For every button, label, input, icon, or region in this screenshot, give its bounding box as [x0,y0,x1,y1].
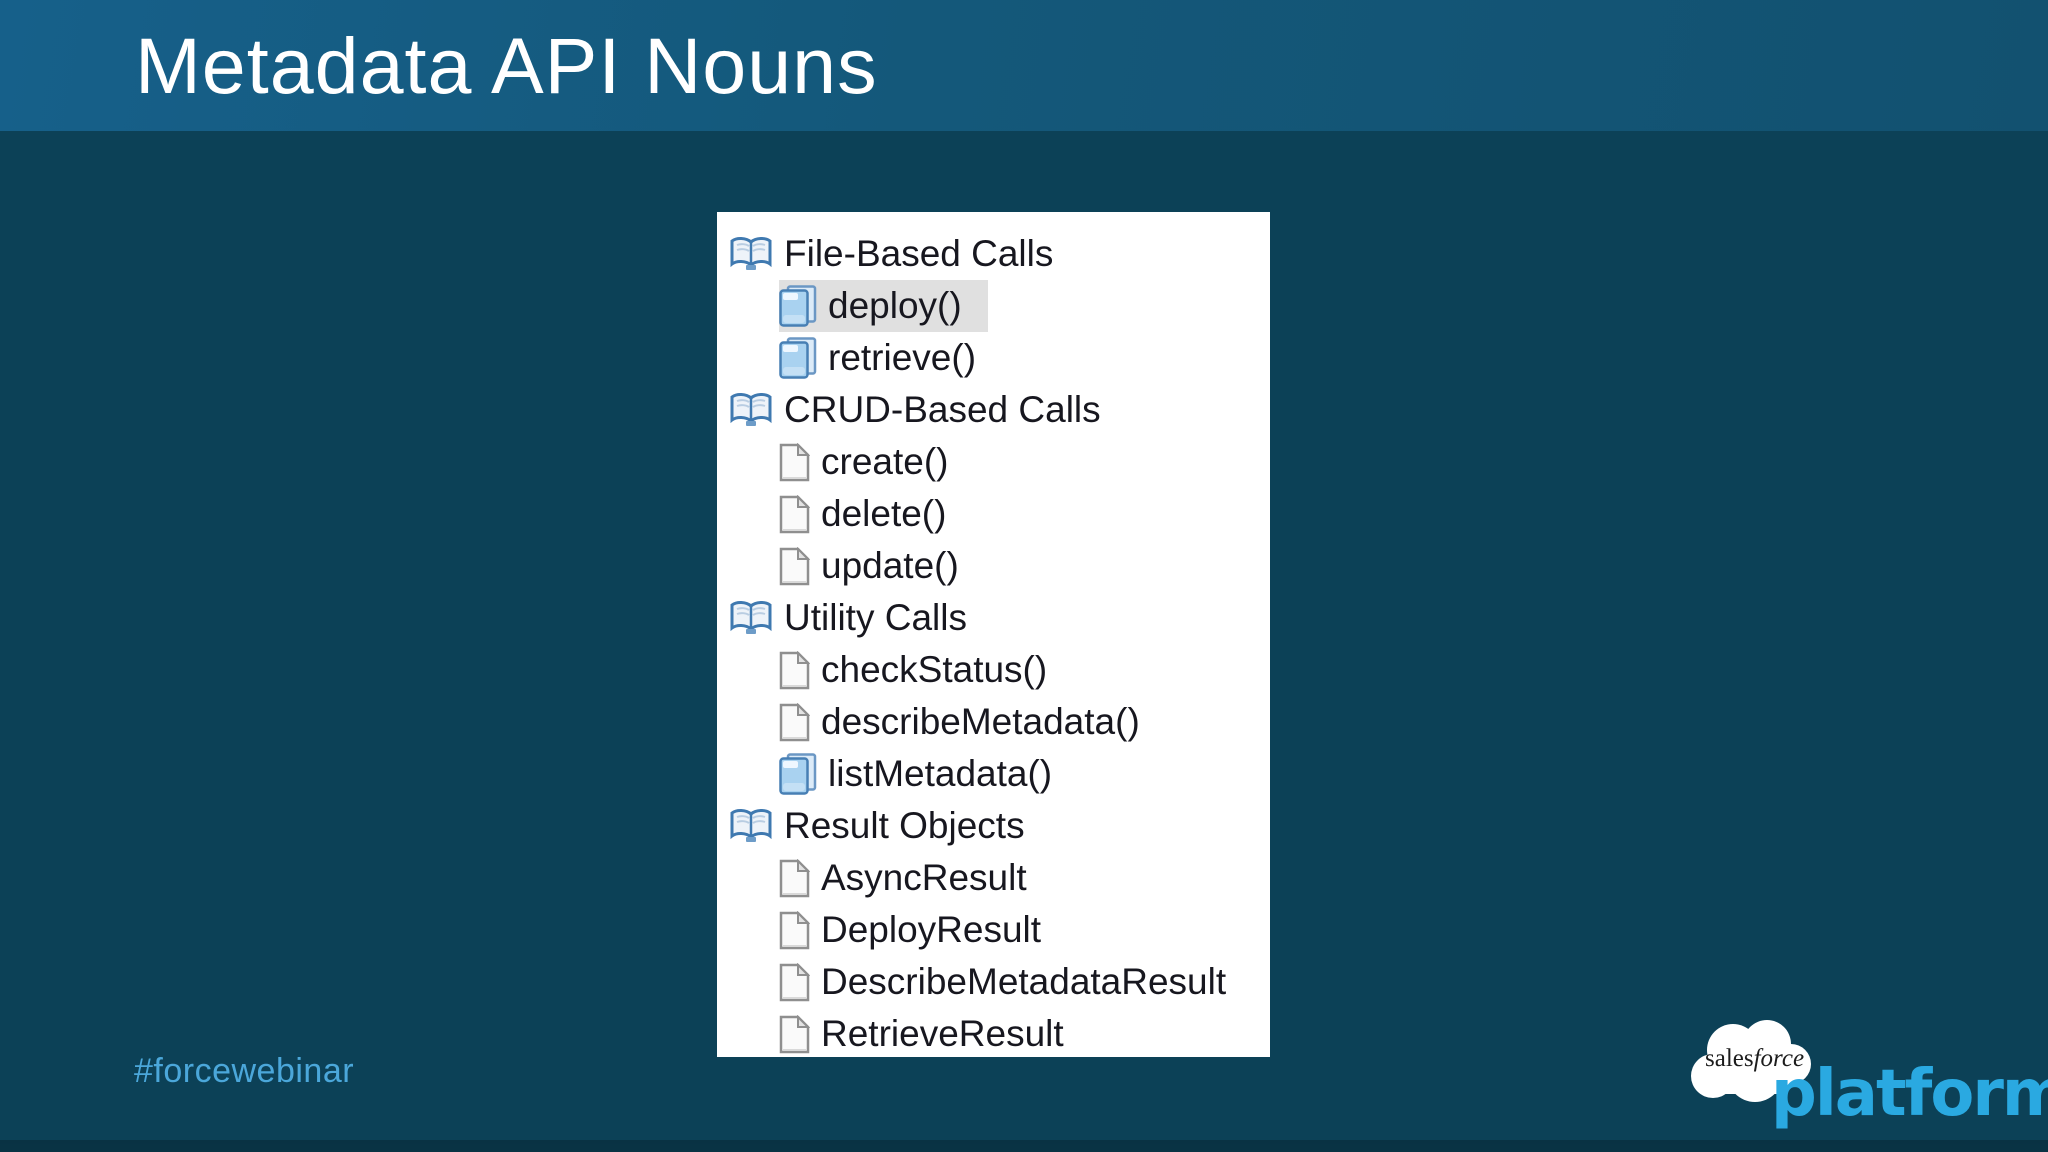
tree-item-describemetadata[interactable]: describeMetadata() [779,696,1166,748]
open-book-icon [729,600,773,636]
open-book-icon [729,392,773,428]
tree-item-describemetadataresult[interactable]: DescribeMetadataResult [779,956,1252,1008]
platform-text: platform [1771,1057,2048,1131]
title-bar: Metadata API Nouns [0,0,2048,131]
tree-label: Utility Calls [784,597,967,638]
tree-label: delete() [821,493,947,534]
tree-label: Result Objects [784,805,1025,846]
salesforce-platform-logo: salesforce platform™ [1683,1008,2048,1148]
blue-doc-icon [779,753,817,795]
tree-label: deploy() [828,285,962,326]
tree-item-create[interactable]: create() [779,436,974,488]
tree-label: listMetadata() [828,753,1053,794]
page-icon [779,1014,810,1054]
tree-item-retrieve[interactable]: retrieve() [779,332,1002,384]
platform-wordmark: platform™ [1771,1038,2048,1138]
page-icon [779,858,810,898]
open-book-icon [729,236,773,272]
hashtag-label: #forcewebinar [134,1052,355,1090]
tree-item-deploy[interactable]: deploy() [779,280,988,332]
page-icon [779,650,810,690]
metadata-tree-panel: File-Based Calls deploy() retrieve() CRUD-B… [717,212,1270,1057]
tree-section-crud-based-calls[interactable]: CRUD-Based Calls [729,384,1127,436]
blue-doc-icon [779,285,817,327]
tree-section-utility-calls[interactable]: Utility Calls [729,592,993,644]
tree-label: checkStatus() [821,649,1048,690]
tree-item-delete[interactable]: delete() [779,488,972,540]
tree-label: DeployResult [821,909,1042,950]
page-icon [779,962,810,1002]
tree-label: AsyncResult [821,857,1027,898]
tree-label: File-Based Calls [784,233,1054,274]
tree-label: create() [821,441,949,482]
tree-item-deployresult[interactable]: DeployResult [779,904,1067,956]
tree-label: update() [821,545,959,586]
page-icon [779,546,810,586]
page-icon [779,910,810,950]
tree-label: describeMetadata() [821,701,1140,742]
tree-item-checkstatus[interactable]: checkStatus() [779,644,1073,696]
open-book-icon [729,808,773,844]
tree-item-listmetadata[interactable]: listMetadata() [779,748,1078,800]
tree-label: RetrieveResult [821,1013,1064,1054]
tree-item-retrieveresult[interactable]: RetrieveResult [779,1008,1090,1060]
tree-label: CRUD-Based Calls [784,389,1101,430]
salesforce-wordmark: salesforce [1705,1045,1804,1072]
page-icon [779,702,810,742]
tree-section-file-based-calls[interactable]: File-Based Calls [729,228,1079,280]
tree-label: DescribeMetadataResult [821,961,1227,1002]
tree-item-update[interactable]: update() [779,540,985,592]
tree-item-asyncresult[interactable]: AsyncResult [779,852,1053,904]
blue-doc-icon [779,337,817,379]
slide-title: Metadata API Nouns [135,20,878,110]
page-icon [779,442,810,482]
salesforce-cloud-icon: salesforce [1691,1020,1811,1102]
tree-section-result-objects[interactable]: Result Objects [729,800,1051,852]
page-icon [779,494,810,534]
tree-label: retrieve() [828,337,977,378]
